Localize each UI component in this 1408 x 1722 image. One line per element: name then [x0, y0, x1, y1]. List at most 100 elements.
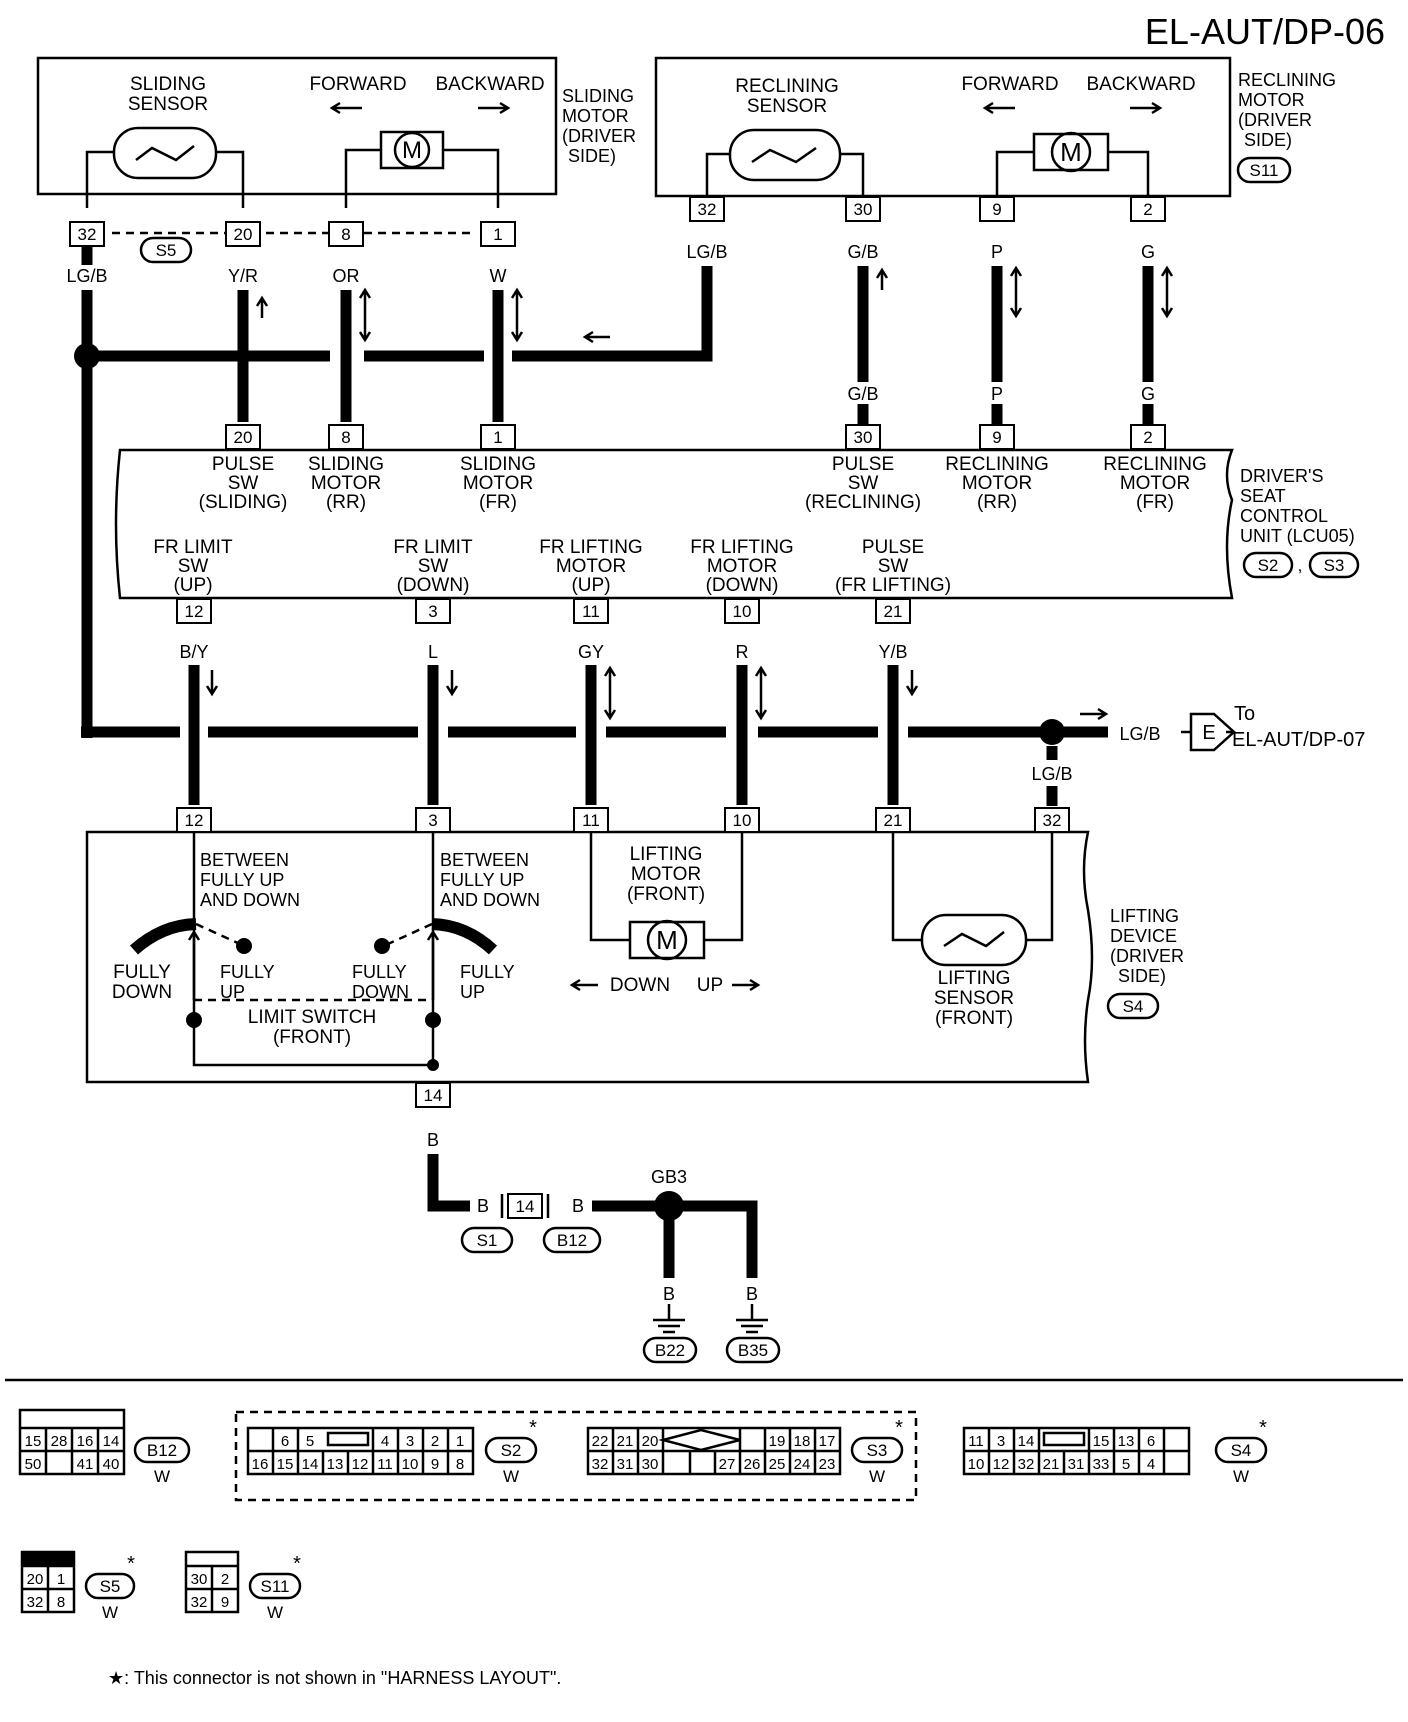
- cu-pin-11: 11: [582, 602, 600, 621]
- cu-label: MOTOR: [1120, 473, 1190, 494]
- fully-down-label: DOWN: [352, 982, 409, 1002]
- lifting-motor-label: (FRONT): [627, 884, 705, 905]
- fully-up-label: UP: [220, 982, 245, 1002]
- cu-label: (FR): [1136, 492, 1174, 513]
- connector-color: W: [102, 1603, 118, 1622]
- sliding-connector: 32 20 8 1 S5: [69, 221, 516, 264]
- cu-pin-9: 9: [992, 428, 1001, 447]
- pin-label: 30: [191, 1571, 208, 1588]
- reclining-motor-symbol: M: [1060, 137, 1082, 167]
- ground-wire-color: B: [427, 1130, 439, 1150]
- control-unit-name-4: UNIT (LCU05): [1240, 526, 1355, 546]
- pin-label: 30: [642, 1456, 659, 1473]
- splice-dot: [1039, 719, 1065, 745]
- pin-label: 14: [1018, 1433, 1035, 1450]
- lifting-device-name-2: DEVICE: [1110, 926, 1177, 946]
- connector-tag-s2: S2: [1258, 556, 1279, 575]
- wire-color-lgb: LG/B: [686, 242, 727, 262]
- continuation-letter: E: [1202, 722, 1215, 744]
- pin-label: 2: [431, 1433, 439, 1450]
- wire-color-or: OR: [333, 266, 360, 286]
- backward-arrow-icon: [478, 101, 511, 115]
- pin-30: 30: [854, 200, 873, 219]
- limit-switch-arc-icon: [130, 918, 197, 955]
- fully-down-label: DOWN: [112, 982, 172, 1003]
- pin-label: 27: [719, 1456, 736, 1473]
- pin-9: 9: [992, 200, 1001, 219]
- sliding-sensor-label-2: SENSOR: [128, 94, 208, 115]
- cu-label: SW: [848, 473, 879, 494]
- cu-label: SW: [418, 556, 449, 577]
- forward-arrow-icon: [329, 101, 362, 115]
- cu-pin-20: 20: [234, 428, 253, 447]
- pin-label: 20: [642, 1433, 659, 1450]
- pin-label: 12: [993, 1456, 1010, 1473]
- connector-group-s2-s3: [234, 1410, 918, 1502]
- cu-label: (FR): [479, 492, 517, 513]
- ground-junction-label: GB3: [651, 1167, 687, 1187]
- pin-label: 2: [221, 1571, 229, 1588]
- pin-label: 12: [352, 1456, 369, 1473]
- wire-color-r: R: [736, 642, 749, 662]
- fully-down-label: FULLY: [113, 962, 171, 983]
- connector-view-b12: 15 28 16 14 50 41 40 B12 W: [18, 1408, 191, 1486]
- lifting-sensor-label: SENSOR: [934, 988, 1014, 1009]
- star-icon: *: [895, 1417, 903, 1439]
- sliding-motor-name-3: (DRIVER: [562, 126, 636, 146]
- cu-pin-2: 2: [1143, 428, 1152, 447]
- pin-label: 50: [25, 1456, 42, 1473]
- between-label: FULLY UP: [440, 870, 524, 890]
- star-icon: *: [293, 1553, 301, 1575]
- up-arrow-icon: [732, 978, 761, 992]
- ground-wire-color: B: [572, 1196, 584, 1216]
- star-icon: *: [127, 1553, 135, 1575]
- pin-label: 13: [327, 1456, 344, 1473]
- reclining-sensor-icon: [728, 128, 842, 182]
- cu-label: (DOWN): [397, 575, 470, 596]
- pin-label: 5: [306, 1433, 314, 1450]
- connector-lock-bar: [22, 1552, 74, 1566]
- wire-color-p: P: [991, 242, 1003, 262]
- pin-label: 19: [769, 1433, 786, 1450]
- ld-pin-10: 10: [733, 811, 752, 830]
- continuation-connector[interactable]: LG/B E To EL-AUT/DP-07: [1119, 703, 1365, 752]
- continuation-to: To: [1234, 703, 1255, 725]
- wire-color-by: B/Y: [179, 642, 208, 662]
- inline-pin-14: 14: [516, 1197, 535, 1216]
- pin-label: 6: [1147, 1433, 1155, 1450]
- cu-label: (FR LIFTING): [835, 575, 951, 596]
- ld-pin-12: 12: [185, 811, 204, 830]
- pin-label: 18: [794, 1433, 811, 1450]
- continuation-arrow-icon: [1189, 712, 1236, 752]
- cu-label: MOTOR: [463, 473, 533, 494]
- ground-junction-dot: [654, 1191, 684, 1221]
- cu-label: (RR): [977, 492, 1017, 513]
- sliding-motor-name-2: MOTOR: [562, 106, 629, 126]
- pin-label: 9: [221, 1594, 229, 1611]
- connector-tag: S4: [1231, 1441, 1252, 1460]
- cu-label: SW: [878, 556, 909, 577]
- between-label: BETWEEN: [200, 850, 289, 870]
- up-label: UP: [697, 975, 723, 996]
- connector-view-s2: 6 5 4 3 2 1 16 15 14 13 12 11 10 9 8 S2 …: [246, 1417, 538, 1486]
- pin-label: 5: [1122, 1456, 1130, 1473]
- continuation-target[interactable]: EL-AUT/DP-07: [1232, 729, 1365, 751]
- footnote: ★: This connector is not shown in "HARNE…: [108, 1668, 561, 1688]
- reclining-connector: 32 30 9 2: [689, 196, 1166, 222]
- cu-pin-12: 12: [185, 602, 204, 621]
- cu-label: FR LIFTING: [690, 537, 793, 558]
- continuation-wire-color: LG/B: [1119, 724, 1160, 744]
- ground-symbol-icon: [736, 1304, 768, 1334]
- pin-2: 2: [1143, 200, 1152, 219]
- wire-color-gy: GY: [578, 642, 604, 662]
- pin-label: 28: [51, 1433, 68, 1450]
- pin-label: 10: [402, 1456, 419, 1473]
- ground-circuit: B B 14 B GB3 S1 B12 B B B22 B35: [427, 1130, 781, 1364]
- sliding-motor-name-4: SIDE): [568, 146, 616, 166]
- connector-tag-s5: S5: [156, 241, 177, 260]
- connector-tag: S5: [100, 1577, 121, 1596]
- connector-tag: S2: [501, 1441, 522, 1460]
- lifting-sensor-label: LIFTING: [938, 968, 1011, 989]
- connector-tag: S11: [261, 1577, 290, 1596]
- fully-down-label: FULLY: [352, 962, 407, 982]
